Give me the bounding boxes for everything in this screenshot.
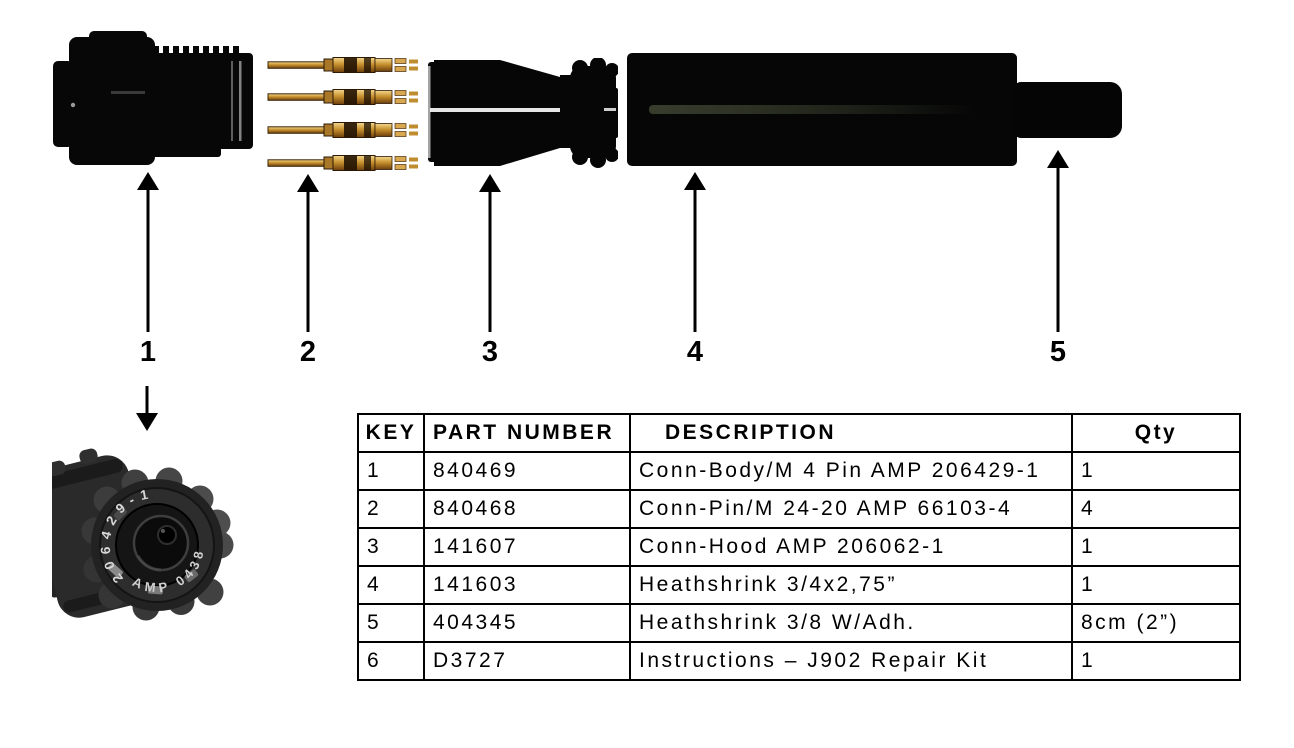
table-row: 5 404345 Heathshrink 3/8 W/Adh. 8cm (2”)	[357, 603, 1241, 643]
heatshrink-sheen	[649, 105, 977, 114]
arrowhead-icon	[479, 174, 501, 192]
cell-description: Conn-Body/M 4 Pin AMP 206429-1	[629, 451, 1073, 491]
callout-arrow-4	[683, 172, 707, 332]
cell-key: 3	[357, 527, 425, 567]
table-row: 4 141603 Heathshrink 3/4x2,75” 1	[357, 565, 1241, 605]
table-header-row: KEY PART NUMBER DESCRIPTION Qty	[357, 413, 1241, 453]
cell-key: 4	[357, 565, 425, 605]
cell-part-number: 141607	[423, 527, 631, 567]
cell-description: Heathshrink 3/4x2,75”	[629, 565, 1073, 605]
cell-part-number: D3727	[423, 641, 631, 681]
callout-arrow-5	[1046, 150, 1070, 332]
header-description: DESCRIPTION	[629, 413, 1073, 453]
cell-part-number: 141603	[423, 565, 631, 605]
arrowhead-icon	[137, 172, 159, 190]
cell-qty: 1	[1071, 641, 1241, 681]
cell-qty: 1	[1071, 451, 1241, 491]
cell-qty: 8cm (2”)	[1071, 603, 1241, 643]
cell-part-number: 840469	[423, 451, 631, 491]
exploded-view-diagram: 1 2 3 4 5	[53, 31, 1122, 368]
arrow-shaft	[1056, 164, 1060, 332]
arrow-shaft	[146, 186, 150, 332]
cell-part-number: 840468	[423, 489, 631, 529]
header-part-number: PART NUMBER	[423, 413, 631, 453]
callout-number-5: 5	[1049, 336, 1067, 368]
cell-part-number: 404345	[423, 603, 631, 643]
table-row: 1 840469 Conn-Body/M 4 Pin AMP 206429-1 …	[357, 451, 1241, 491]
callout-arrow-3	[478, 174, 502, 332]
arrow-shaft	[693, 186, 697, 332]
cell-key: 1	[357, 451, 425, 491]
cell-description: Heathshrink 3/8 W/Adh.	[629, 603, 1073, 643]
connector-hood-image	[428, 58, 618, 168]
heatshrink-large-image	[627, 53, 1017, 166]
heatshrink-small-image	[1014, 82, 1122, 138]
callout-number-2: 2	[299, 336, 317, 368]
cell-qty: 1	[1071, 565, 1241, 605]
cell-key: 2	[357, 489, 425, 529]
connector-pins-image	[267, 57, 418, 171]
table-row: 6 D3727 Instructions – J902 Repair Kit 1	[357, 641, 1241, 681]
callout-number-4: 4	[686, 336, 704, 368]
arrowhead-icon	[297, 174, 319, 192]
callout-arrow-2	[296, 174, 320, 332]
connector-face-photo: 206429-1 AMP 0438	[52, 448, 234, 621]
cell-description: Conn-Pin/M 24-20 AMP 66103-4	[629, 489, 1073, 529]
cell-key: 5	[357, 603, 425, 643]
callout-number-1: 1	[139, 336, 157, 368]
header-qty: Qty	[1071, 413, 1241, 453]
arrow-shaft	[306, 188, 310, 332]
cell-key: 6	[357, 641, 425, 681]
table-row: 3 141607 Conn-Hood AMP 206062-1 1	[357, 527, 1241, 567]
callout-arrow-1	[136, 172, 160, 332]
callout-number-3: 3	[481, 336, 499, 368]
parts-table: KEY PART NUMBER DESCRIPTION Qty 1 840469…	[357, 413, 1241, 681]
table-row: 2 840468 Conn-Pin/M 24-20 AMP 66103-4 4	[357, 489, 1241, 529]
arrowhead-icon	[1047, 150, 1069, 168]
cell-qty: 4	[1071, 489, 1241, 529]
arrow-shaft	[145, 386, 149, 417]
cell-description: Conn-Hood AMP 206062-1	[629, 527, 1073, 567]
arrow-shaft	[488, 188, 492, 332]
cell-qty: 1	[1071, 527, 1241, 567]
arrowhead-icon	[684, 172, 706, 190]
cell-description: Instructions – J902 Repair Kit	[629, 641, 1073, 681]
header-key: KEY	[357, 413, 425, 453]
connector-body-image	[53, 31, 253, 165]
arrowhead-icon	[136, 413, 158, 431]
inset-photo-arrow	[135, 386, 159, 431]
